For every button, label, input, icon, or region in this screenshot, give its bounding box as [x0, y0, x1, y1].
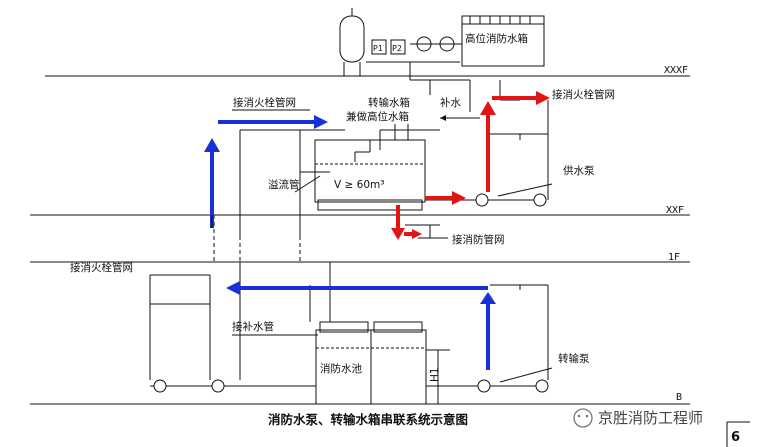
transfer-tank-label: 转输水箱: [368, 96, 410, 109]
level-label-b: B: [676, 392, 682, 403]
hydrant-label-left-top: 接消火栓管网: [233, 96, 296, 109]
transfer-pump-icon-1: [477, 379, 491, 393]
h1-label: H1: [429, 367, 441, 382]
pool-label: 消防水池: [320, 362, 362, 375]
overflow-label: 溢流管: [268, 178, 300, 191]
wechat-icon: [573, 408, 593, 428]
p2-label: P2: [392, 44, 402, 53]
supply-pump-icon-1: [475, 193, 489, 207]
supply-pump-label: 供水泵: [563, 164, 595, 177]
hydrant-label-left-1f: 接消火栓管网: [70, 261, 133, 274]
hydrant-pump-icon-1: [153, 379, 167, 393]
p1-label: P1: [373, 44, 383, 53]
pressure-tank: [339, 8, 365, 76]
supply-flow-arrows: [391, 91, 550, 240]
supply-pump-icon-2: [533, 193, 547, 207]
transfer-pump-icon-2: [535, 379, 549, 393]
page-mark: 6: [731, 430, 740, 445]
makeup-pipe-label: 接补水管: [232, 320, 274, 333]
fire-network-label: 接消防管网: [452, 233, 505, 246]
level-label-1f: 1F: [668, 252, 680, 263]
level-label-xxxf: XXXF: [664, 65, 688, 76]
hydrant-pump-icon-2: [211, 379, 225, 393]
makeup-label: 补水: [440, 96, 461, 109]
concurrent-tank-label: 兼做高位水箱: [346, 110, 409, 123]
watermark-text: 京胜消防工程师: [598, 409, 703, 427]
level-label-xxf: XXF: [666, 205, 684, 216]
fire-pool: [315, 321, 427, 405]
watermark: 京胜消防工程师: [573, 408, 703, 428]
transfer-flow-arrows: [204, 115, 496, 370]
pressure-switch-p2: [390, 39, 406, 55]
high-level-tank: [461, 15, 545, 67]
pressure-switch-p1: [371, 39, 387, 55]
transfer-pump-label: 转输泵: [558, 352, 590, 365]
high-tank-label: 高位消防水箱: [465, 32, 528, 45]
hydrant-label-right-top: 接消火栓管网: [552, 88, 615, 101]
diagram-title: 消防水泵、转输水箱串联系统示意图: [268, 412, 468, 427]
volume-label: V ≥ 60m³: [334, 179, 384, 191]
